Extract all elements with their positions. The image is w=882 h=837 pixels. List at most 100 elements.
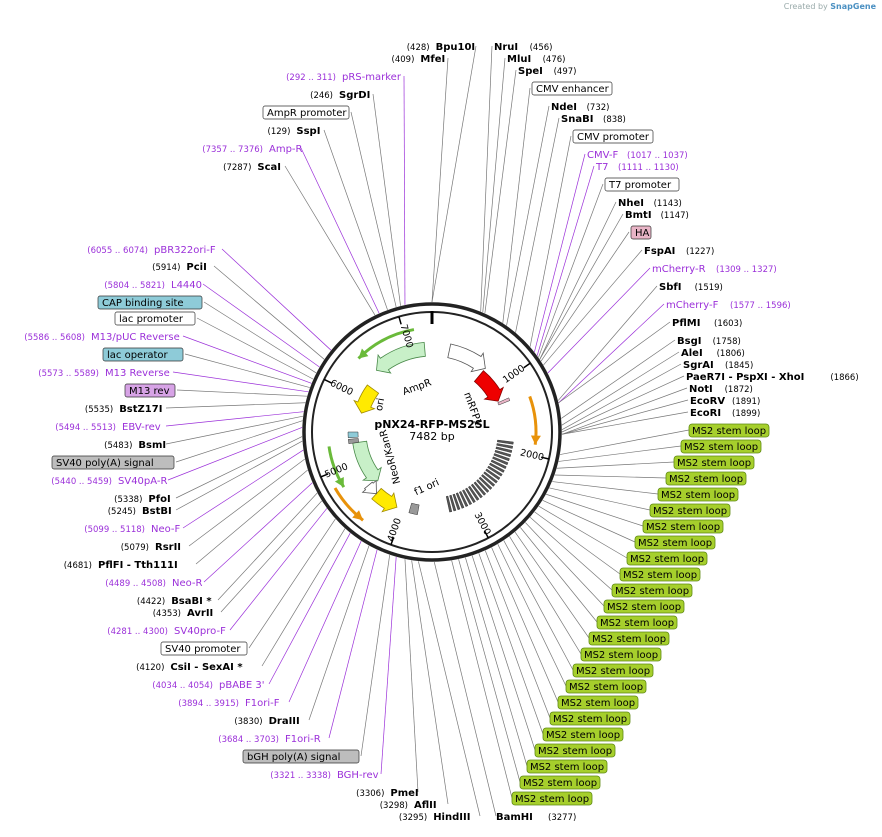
label-pfoi[interactable]: PfoI [148,494,170,505]
label-ha[interactable]: HA [635,228,650,239]
label-ndei[interactable]: NdeI [551,102,577,113]
ms2-stem-loop-label[interactable]: MS2 stem loop [615,586,689,597]
label-fspai[interactable]: FspAI [644,246,675,257]
ms2-stem-loop-label[interactable]: MS2 stem loop [661,490,735,501]
label-pcii[interactable]: PciI [186,262,206,273]
label-draiii[interactable]: DraIII [269,716,300,727]
label-bpu10i[interactable]: Bpu10I [436,42,476,53]
label-pbabe-3[interactable]: pBABE 3' [219,680,265,691]
label-mlui[interactable]: MluI [507,54,531,65]
ms2-stem-loop-label[interactable]: MS2 stem loop [684,442,758,453]
label-sv40-poly-a-signal[interactable]: SV40 poly(A) signal [56,458,154,469]
label-t7[interactable]: T7 [595,162,608,173]
ms2-stem-loop-label[interactable]: MS2 stem loop [607,602,681,613]
label-f1ori-r[interactable]: F1ori-R [285,734,321,745]
label-f1ori-f[interactable]: F1ori-F [245,698,280,709]
label-avrii[interactable]: AvrII [187,608,213,619]
label-pflmi[interactable]: PflMI [672,318,700,329]
label-bstz17i[interactable]: BstZ17I [119,404,162,415]
label-csii-sexai[interactable]: CsiI - SexAI * [170,662,243,673]
label-neo-f[interactable]: Neo-F [151,524,181,535]
ms2-stem-loop-label[interactable]: MS2 stem loop [669,474,743,485]
ms2-stem-loop-label[interactable]: MS2 stem loop [623,570,697,581]
ms2-stem-loop-label[interactable]: MS2 stem loop [584,650,658,661]
ori-arrow[interactable] [353,384,380,414]
label-sv40pro-f[interactable]: SV40pro-F [174,626,226,637]
label-mcherry-f[interactable]: mCherry-F [666,300,719,311]
label-pflfi-tth111i[interactable]: PflFI - Tth111I [98,560,178,571]
label-cmv-promoter[interactable]: CMV promoter [577,132,650,143]
ms2-stem-loop-label[interactable]: MS2 stem loop [515,794,589,805]
label-lac-promoter[interactable]: lac promoter [119,314,184,325]
label-hindiii[interactable]: HindIII [433,812,470,823]
label-sv40pa-r[interactable]: SV40pA-R [118,476,167,487]
label-m13-reverse[interactable]: M13 Reverse [105,368,170,379]
label-mcherry-r[interactable]: mCherry-R [652,264,706,275]
ms2-stem-loop-label[interactable]: MS2 stem loop [600,618,674,629]
ms2-stem-loop-label[interactable]: MS2 stem loop [538,746,612,757]
sv40-promoter-arrow[interactable] [361,479,377,495]
ms2-stem-loop-label[interactable]: MS2 stem loop [653,506,727,517]
ms2-stem-loop-label[interactable]: MS2 stem loop [646,522,720,533]
label-pbr322ori-f[interactable]: pBR322ori-F [154,245,216,256]
label-snabi[interactable]: SnaBI [561,114,593,125]
label-sgrdi[interactable]: SgrDI [339,90,370,101]
label-sgrai[interactable]: SgrAI [683,360,714,371]
label-cmv-f[interactable]: CMV-F [587,150,618,161]
label-alei[interactable]: AleI [681,348,703,359]
ms2-stem-loop-label[interactable]: MS2 stem loop [638,538,712,549]
label-ecori[interactable]: EcoRI [690,408,721,419]
ms2-stem-loop-label[interactable]: MS2 stem loop [692,426,766,437]
label-cap-binding-site[interactable]: CAP binding site [102,298,184,309]
label-bsmi[interactable]: BsmI [138,440,166,451]
label-sbfi[interactable]: SbfI [659,282,681,293]
label-prs-marker[interactable]: pRS-marker [342,72,402,83]
ms2-stem-loop-label[interactable]: MS2 stem loop [523,778,597,789]
label-sv40-promoter[interactable]: SV40 promoter [165,644,241,655]
label-rsrii[interactable]: RsrII [155,542,181,553]
label-bsabi[interactable]: BsaBI * [171,596,212,607]
label-t7-promoter[interactable]: T7 promoter [608,180,672,191]
ms2-stem-loop-label[interactable]: MS2 stem loop [630,554,704,565]
label-sspi[interactable]: SspI [296,126,320,137]
f1-ori-arrow[interactable] [371,487,398,513]
label-m13-rev[interactable]: M13 rev [129,386,170,397]
label-lac-operator[interactable]: lac operator [107,350,168,361]
label-scai[interactable]: ScaI [257,162,281,173]
label-l4440[interactable]: L4440 [171,280,202,291]
label-bstbi[interactable]: BstBI [142,506,172,517]
ms2-stem-loop-label[interactable]: MS2 stem loop [530,762,604,773]
pos-snabi: (838) [603,115,626,125]
ms2-stem-loop-label[interactable]: MS2 stem loop [546,730,620,741]
mrfp1-gene-arrow[interactable] [473,370,505,402]
label-cmv-enhancer[interactable]: CMV enhancer [536,84,610,95]
label-mfei[interactable]: MfeI [420,54,445,65]
label-paer7i-pspxi-xhoi[interactable]: PaeR7I - PspXI - XhoI [686,372,804,383]
label-bgh-rev[interactable]: BGH-rev [337,770,379,781]
label-bamhi[interactable]: BamHI [496,812,533,823]
label-aflii[interactable]: AflII [414,800,437,811]
neokanr-gene-arrow[interactable] [352,440,382,482]
label-pmei[interactable]: PmeI [390,788,418,799]
label-spei[interactable]: SpeI [518,66,543,77]
ampr-gene-arrow[interactable] [376,341,426,374]
ms2-stem-loop-label[interactable]: MS2 stem loop [576,666,650,677]
label-bsgi[interactable]: BsgI [677,336,701,347]
label-amp-r[interactable]: Amp-R [269,144,303,155]
ms2-stem-loop-label[interactable]: MS2 stem loop [561,698,635,709]
ms2-stem-loop-label[interactable]: MS2 stem loop [569,682,643,693]
label-nhei[interactable]: NheI [618,198,644,209]
label-bgh-poly-a-signal[interactable]: bGH poly(A) signal [247,752,340,763]
label-ecorv[interactable]: EcoRV [690,396,725,407]
label-ampr-promoter[interactable]: AmpR promoter [267,108,347,119]
label-ebv-rev[interactable]: EBV-rev [122,422,161,433]
label-nrui[interactable]: NruI [494,42,518,53]
label-neo-r[interactable]: Neo-R [172,578,203,589]
cmv-promoter-arrow[interactable] [447,343,486,373]
ms2-stem-loop-label[interactable]: MS2 stem loop [677,458,751,469]
ms2-stem-loop-label[interactable]: MS2 stem loop [553,714,627,725]
label-noti[interactable]: NotI [689,384,713,395]
ms2-stem-loop-label[interactable]: MS2 stem loop [592,634,666,645]
label-bmti[interactable]: BmtI [625,210,652,221]
label-m13-puc-reverse[interactable]: M13/pUC Reverse [91,332,180,343]
